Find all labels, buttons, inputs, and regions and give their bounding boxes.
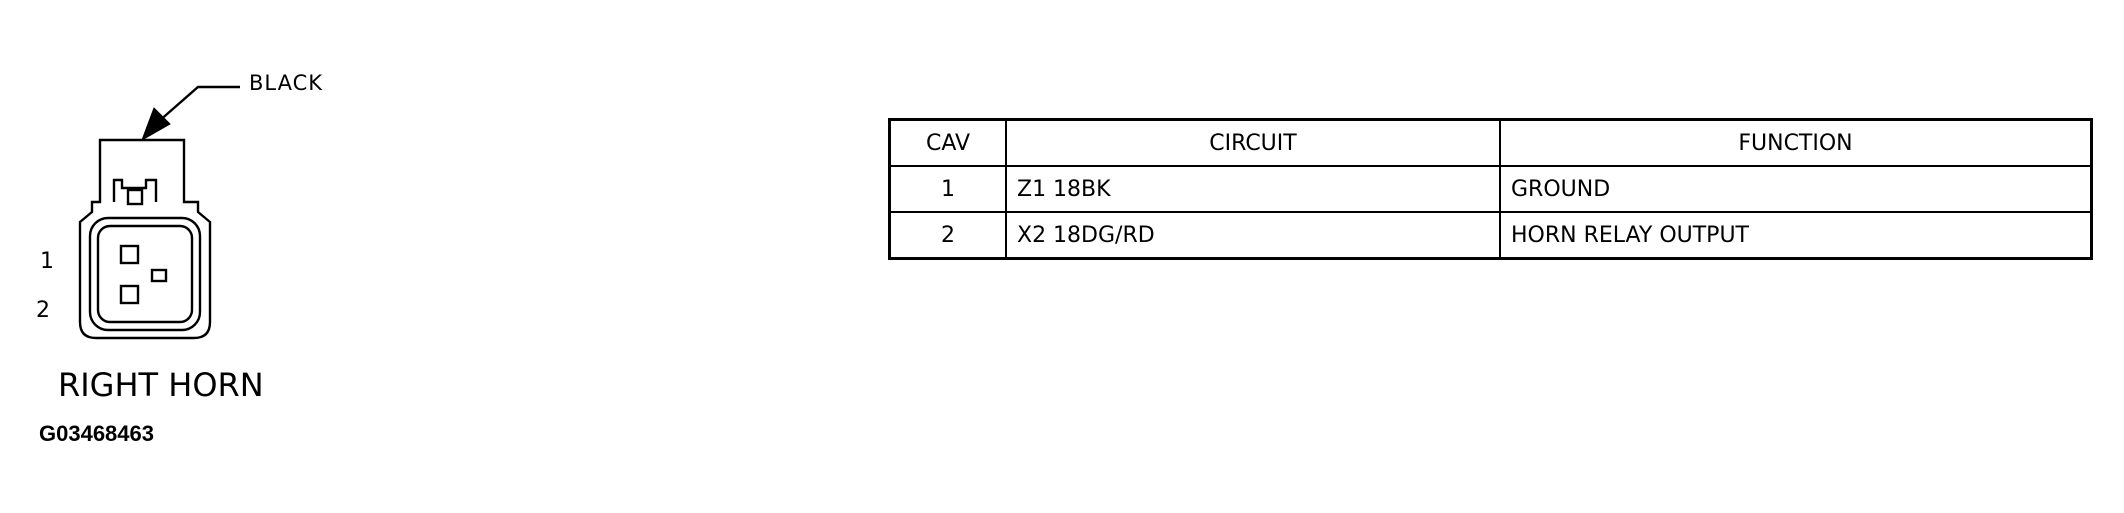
cell-cav: 2 (888, 211, 1007, 260)
header-cav: CAV (888, 118, 1007, 167)
connector-name: RIGHT HORN (58, 366, 264, 404)
cell-circuit: Z1 18BK (1005, 165, 1501, 213)
pin-label-1: 1 (40, 249, 54, 274)
table-header-row: CAV CIRCUIT FUNCTION (888, 118, 2093, 167)
table-row: 2 X2 18DG/RD HORN RELAY OUTPUT (888, 211, 2093, 260)
cell-cav: 1 (888, 165, 1007, 213)
connector-color-label: BLACK (249, 71, 324, 95)
table-row: 1 Z1 18BK GROUND (888, 165, 2093, 213)
pin-label-2: 2 (36, 298, 50, 323)
pinout-table: CAV CIRCUIT FUNCTION 1 Z1 18BK GROUND 2 … (888, 118, 2093, 260)
cell-circuit: X2 18DG/RD (1005, 211, 1501, 260)
cell-function: GROUND (1499, 165, 2093, 213)
connector-face-icon (78, 138, 212, 340)
header-function: FUNCTION (1499, 118, 2093, 167)
leader-arrow-icon (141, 85, 240, 142)
figure-id: G03468463 (39, 421, 154, 446)
header-circuit: CIRCUIT (1005, 118, 1501, 167)
cell-function: HORN RELAY OUTPUT (1499, 211, 2093, 260)
